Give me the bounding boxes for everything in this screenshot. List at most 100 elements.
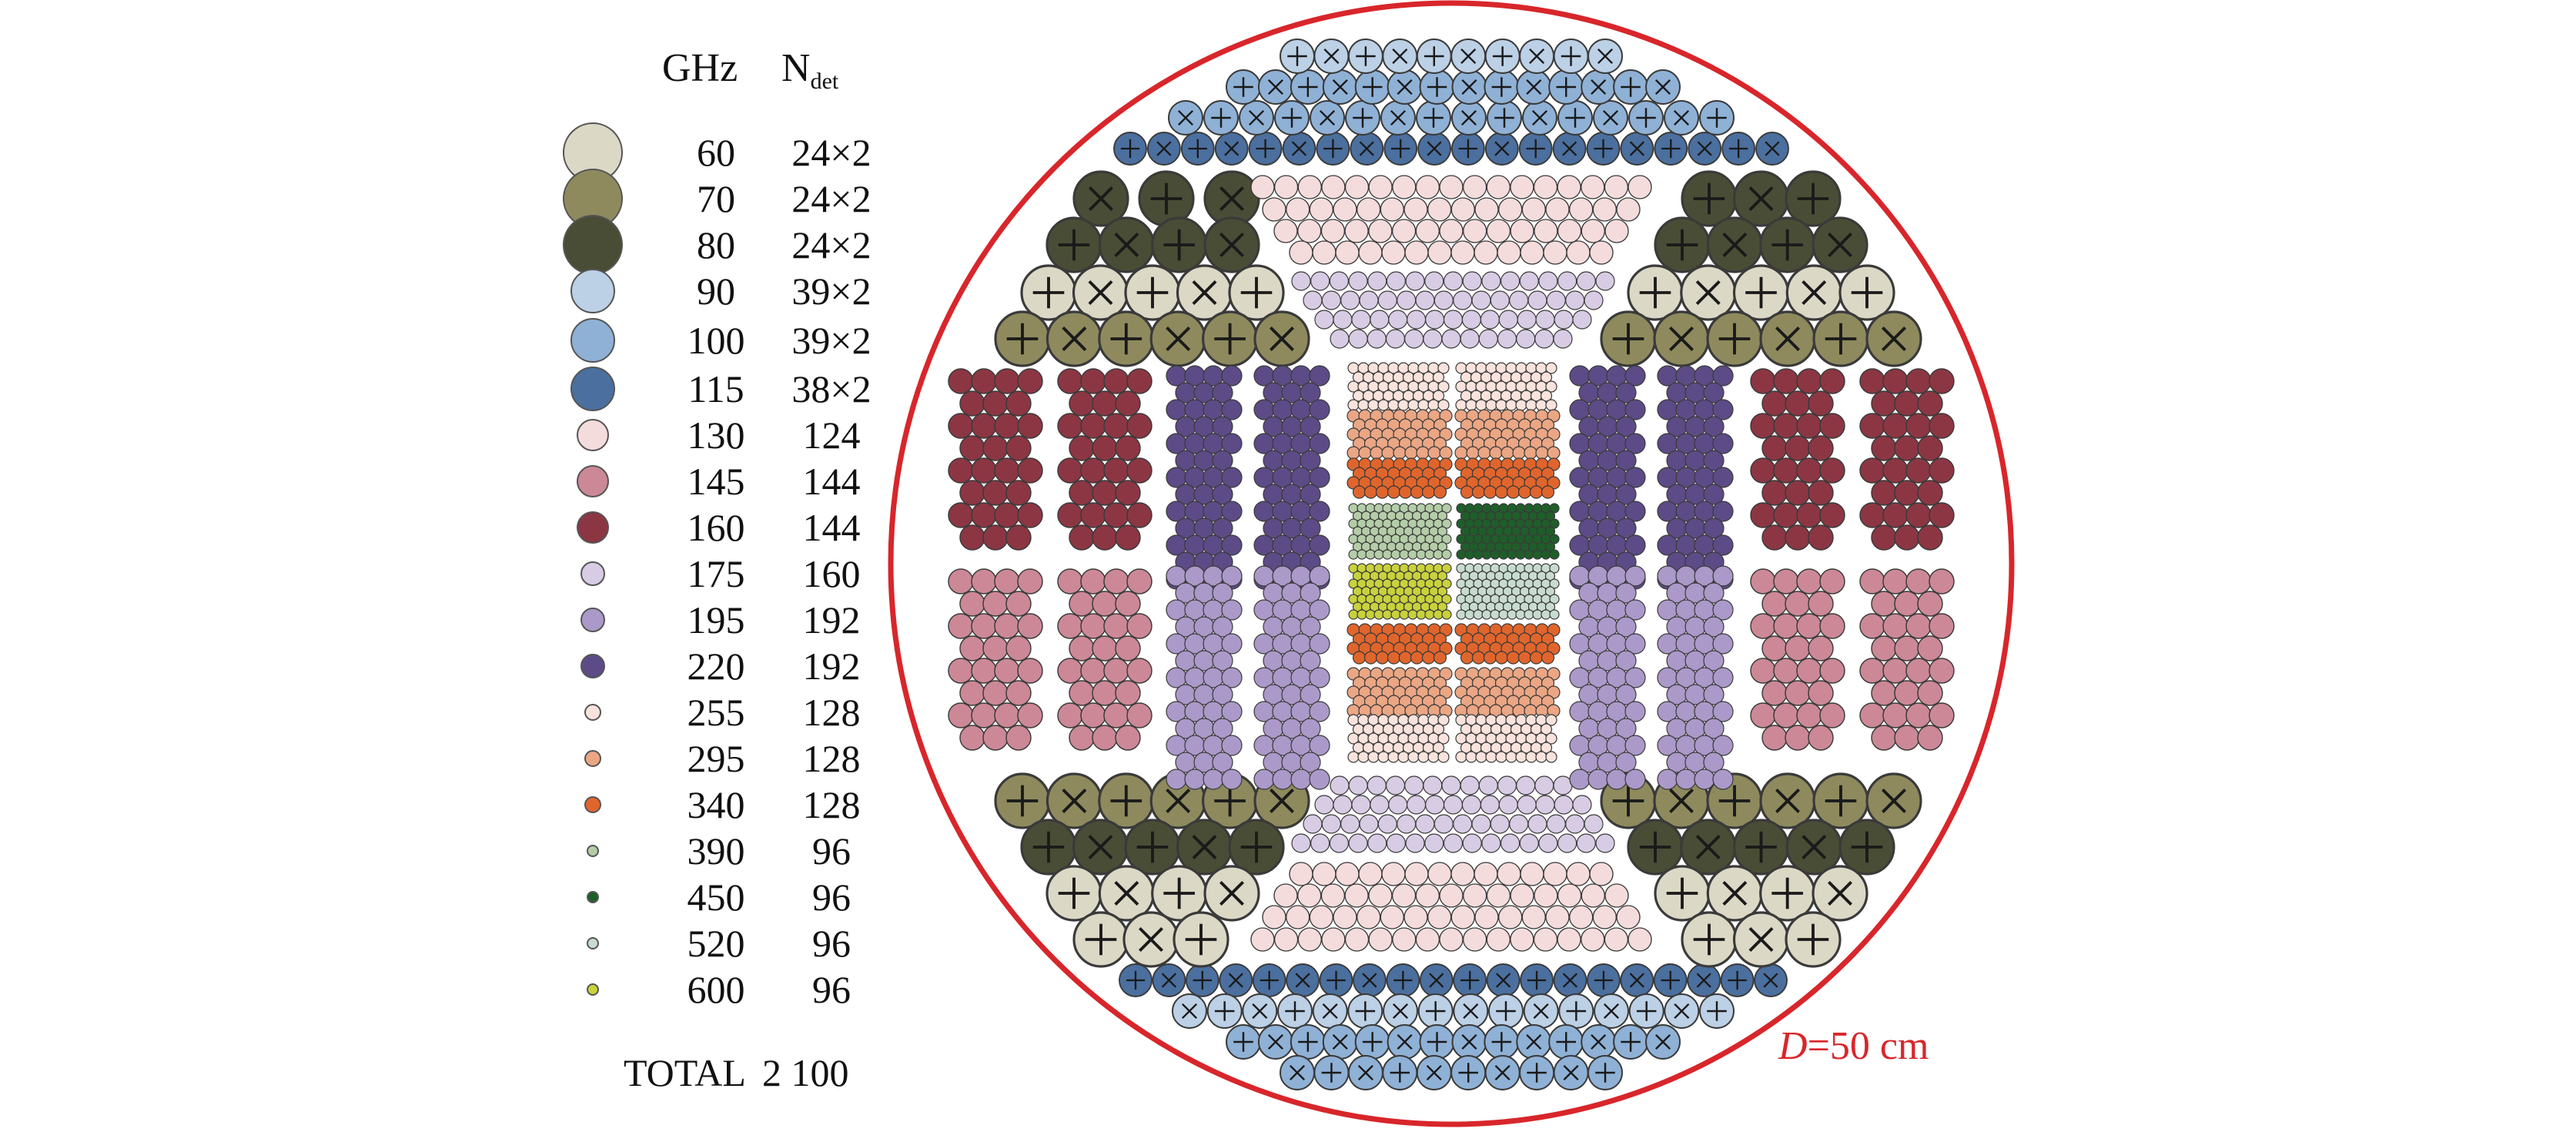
detector-pixel bbox=[1516, 775, 1536, 795]
detector-pixel bbox=[994, 613, 1020, 639]
detector-pixel bbox=[1521, 905, 1546, 929]
detector-pixel bbox=[1387, 399, 1400, 411]
detector-pixel bbox=[1785, 635, 1811, 661]
detector-pixel bbox=[1905, 613, 1932, 639]
detector-pixel bbox=[1427, 862, 1452, 886]
legend-freq-80: 80 bbox=[697, 223, 735, 266]
detector-pixel bbox=[1535, 399, 1547, 411]
detector-pixel bbox=[1520, 862, 1544, 886]
detector-pixel bbox=[1664, 993, 1700, 1029]
detector-pixel bbox=[959, 591, 985, 617]
detector-pixel bbox=[1069, 680, 1095, 706]
detector-pixel bbox=[1441, 329, 1461, 349]
detector-pixel bbox=[1645, 1024, 1681, 1060]
detector-pixel bbox=[1206, 993, 1243, 1029]
detector-pixel bbox=[1796, 702, 1822, 728]
detector-pixel bbox=[1185, 963, 1219, 997]
detector-pixel bbox=[1437, 362, 1450, 374]
detector-pixel bbox=[1443, 833, 1464, 853]
detector-pixel bbox=[1427, 751, 1440, 763]
detector-pixel bbox=[1540, 390, 1553, 402]
detector-pixel bbox=[971, 457, 997, 484]
detector-pixel bbox=[1486, 963, 1521, 997]
detector-pixel bbox=[1045, 216, 1102, 273]
detector-pixel bbox=[1257, 1024, 1293, 1060]
detector-pixel bbox=[982, 390, 1009, 417]
detector-pixel bbox=[1450, 905, 1475, 929]
detector-pixel bbox=[1262, 905, 1286, 929]
detector-pixel bbox=[1819, 658, 1845, 684]
detector-pixel bbox=[1894, 435, 1920, 461]
detector-pixel bbox=[1377, 814, 1397, 834]
detector-pixel bbox=[1345, 100, 1380, 136]
detector-pixel bbox=[1534, 775, 1554, 795]
detector-pixel bbox=[1057, 658, 1083, 684]
detector-pixel bbox=[1587, 769, 1609, 790]
legend-ndet-60: 24×2 bbox=[791, 131, 871, 174]
detector-pixel bbox=[1566, 862, 1591, 886]
detector-pixel bbox=[1115, 435, 1141, 461]
detector-pixel bbox=[1664, 100, 1699, 136]
detector-pixel bbox=[1796, 658, 1822, 684]
detector-pixel bbox=[1750, 457, 1776, 484]
detector-pixel bbox=[1437, 511, 1448, 521]
detector-pixel bbox=[1859, 702, 1885, 728]
detector-pixel bbox=[1417, 132, 1452, 166]
detector-pixel bbox=[1416, 1055, 1452, 1090]
detector-pixel bbox=[1557, 175, 1581, 199]
detector-pixel bbox=[1688, 132, 1722, 166]
legend-header-ndet-sub: det bbox=[811, 69, 839, 94]
detector-pixel bbox=[1699, 100, 1735, 136]
detector-pixel bbox=[1297, 219, 1322, 243]
detector-pixel bbox=[1375, 651, 1390, 665]
detector-pixel bbox=[1290, 769, 1312, 790]
detector-pixel bbox=[1080, 658, 1106, 684]
detector-pixel bbox=[1510, 175, 1534, 199]
detector-pixel bbox=[959, 524, 985, 551]
detector-pixel bbox=[1517, 485, 1532, 499]
detector-pixel bbox=[1545, 380, 1557, 393]
legend-ndet-220: 192 bbox=[803, 645, 861, 688]
detector-pixel bbox=[1335, 240, 1360, 265]
detector-pixel bbox=[1045, 772, 1102, 829]
detector-pixel bbox=[1115, 591, 1141, 617]
detector-pixel bbox=[1203, 216, 1260, 273]
detector-pixel bbox=[1437, 732, 1450, 745]
detector-pixel bbox=[1382, 1055, 1418, 1090]
legend-total-label: TOTAL bbox=[624, 1051, 746, 1094]
module-175-bottom bbox=[1291, 775, 1615, 853]
detector-pixel bbox=[1488, 993, 1524, 1029]
detector-pixel bbox=[1358, 240, 1383, 265]
detector-pixel bbox=[1257, 69, 1293, 105]
detector-pixel bbox=[1478, 775, 1498, 795]
detector-pixel bbox=[1226, 1024, 1261, 1060]
detector-pixel bbox=[1387, 751, 1400, 763]
detector-pixel bbox=[1340, 290, 1360, 310]
detector-pixel bbox=[1544, 511, 1556, 521]
detector-pixel bbox=[1367, 399, 1380, 411]
detector-pixel bbox=[1494, 485, 1509, 499]
detector-pixel bbox=[1464, 609, 1475, 620]
detector-pixel bbox=[1403, 197, 1428, 222]
detector-pixel bbox=[1300, 450, 1321, 471]
detector-pixel bbox=[1761, 591, 1788, 617]
legend-freq-390: 390 bbox=[687, 829, 745, 872]
detector-pixel bbox=[1865, 310, 1922, 367]
detector-pixel bbox=[1092, 635, 1118, 661]
detector-pixel bbox=[1484, 39, 1521, 74]
detector-pixel bbox=[1368, 219, 1393, 243]
detector-pixel bbox=[1405, 271, 1425, 291]
detector-pixel bbox=[1419, 963, 1454, 997]
detector-pixel bbox=[1569, 905, 1594, 929]
detector-pixel bbox=[1443, 795, 1464, 815]
detector-pixel bbox=[1480, 795, 1500, 815]
detector-pixel bbox=[1300, 517, 1321, 539]
detector-pixel bbox=[1434, 290, 1454, 310]
detector-pixel bbox=[1370, 795, 1390, 815]
detector-pixel bbox=[1309, 667, 1330, 688]
detector-pixel bbox=[1309, 735, 1330, 756]
